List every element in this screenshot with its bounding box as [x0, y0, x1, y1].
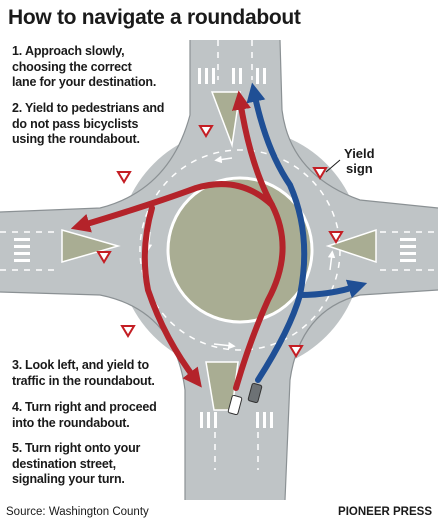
step-text: into the roundabout. — [12, 415, 130, 430]
source-credit: Source: Washington County — [6, 506, 149, 518]
step-text: Turn right onto your — [25, 441, 141, 455]
yield-sign-icon — [96, 251, 112, 264]
step-5: 5.Turn right onto your destination stree… — [12, 441, 140, 488]
blue-route — [246, 82, 368, 383]
central-island — [166, 176, 314, 324]
step-text: Turn right and proceed — [25, 400, 157, 414]
yield-sign-callout: Yield sign — [344, 146, 375, 176]
step-3: 3.Look left, and yield to traffic in the… — [12, 358, 155, 389]
step-text: do not pass bicyclists — [12, 116, 139, 131]
step-number: 4. — [12, 400, 23, 414]
step-2: 2.Yield to pedestrians and do not pass b… — [12, 101, 164, 148]
step-text: destination street, — [12, 456, 116, 471]
page-title: How to navigate a roundabout — [8, 6, 301, 29]
yield-sign-icon — [120, 325, 136, 338]
yield-sign-icon — [288, 345, 304, 358]
car-icon — [227, 394, 243, 416]
publisher-credit: PIONEER PRESS — [338, 506, 432, 518]
step-text: choosing the correct — [12, 59, 132, 74]
step-text: traffic in the roundabout. — [12, 373, 155, 388]
red-route — [70, 90, 286, 391]
step-text: Look left, and yield to — [25, 358, 149, 372]
step-text: using the roundabout. — [12, 132, 140, 146]
step-1: 1.Approach slowly, choosing the correct … — [12, 44, 156, 91]
yield-sign-icon — [328, 231, 344, 244]
callout-line: Yield — [344, 146, 375, 161]
yield-sign-icon — [116, 171, 132, 184]
yield-signs — [96, 125, 344, 358]
step-number: 3. — [12, 358, 23, 372]
yield-callout-line — [325, 159, 341, 173]
step-4: 4.Turn right and proceed into the rounda… — [12, 400, 157, 431]
step-number: 2. — [12, 101, 23, 115]
crosswalks — [14, 68, 416, 428]
step-text: lane for your destination. — [12, 75, 157, 89]
step-text: Yield to pedestrians and — [25, 101, 165, 115]
yield-sign-icon — [198, 125, 214, 138]
car-icon — [247, 382, 263, 404]
circulation-arrows — [144, 155, 336, 350]
callout-line: sign — [346, 161, 373, 176]
yield-sign-icon — [312, 167, 328, 180]
step-text: Approach slowly, — [25, 44, 125, 58]
step-text: signaling your turn. — [12, 472, 125, 486]
step-number: 5. — [12, 441, 23, 455]
step-number: 1. — [12, 44, 23, 58]
